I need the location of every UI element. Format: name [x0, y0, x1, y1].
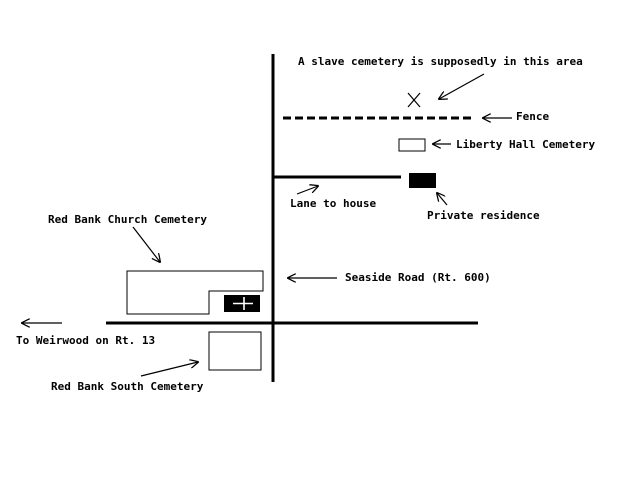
- red-bank-south-arrow: [140, 362, 198, 377]
- liberty-hall-cemetery-label: Liberty Hall Cemetery: [456, 138, 596, 151]
- cross-icon: [233, 297, 253, 310]
- red-bank-south-cemetery-label: Red Bank South Cemetery: [51, 380, 204, 393]
- red-bank-church-cemetery-label: Red Bank Church Cemetery: [48, 213, 207, 226]
- seaside-road-label: Seaside Road (Rt. 600): [345, 271, 491, 284]
- church-building: [224, 295, 260, 312]
- private-residence-arrow: [437, 193, 448, 206]
- private-residence-building: [409, 173, 436, 188]
- liberty-hall-cemetery-plot: [398, 138, 426, 152]
- lane-label: Lane to house: [290, 197, 377, 210]
- red-bank-church-cemetery-plot: [126, 270, 264, 315]
- x-mark-icon: [407, 92, 421, 108]
- private-residence-label: Private residence: [427, 209, 540, 222]
- red-bank-south-cemetery-plot: [208, 331, 262, 371]
- slave-cemetery-label: A slave cemetery is supposedly in this a…: [298, 55, 583, 68]
- slave-cemetery-arrow: [439, 73, 485, 99]
- fence-label: Fence: [516, 110, 550, 123]
- to-weirwood-label: To Weirwood on Rt. 13: [16, 334, 156, 347]
- lane-arrow: [296, 186, 318, 195]
- red-bank-church-arrow: [132, 226, 160, 262]
